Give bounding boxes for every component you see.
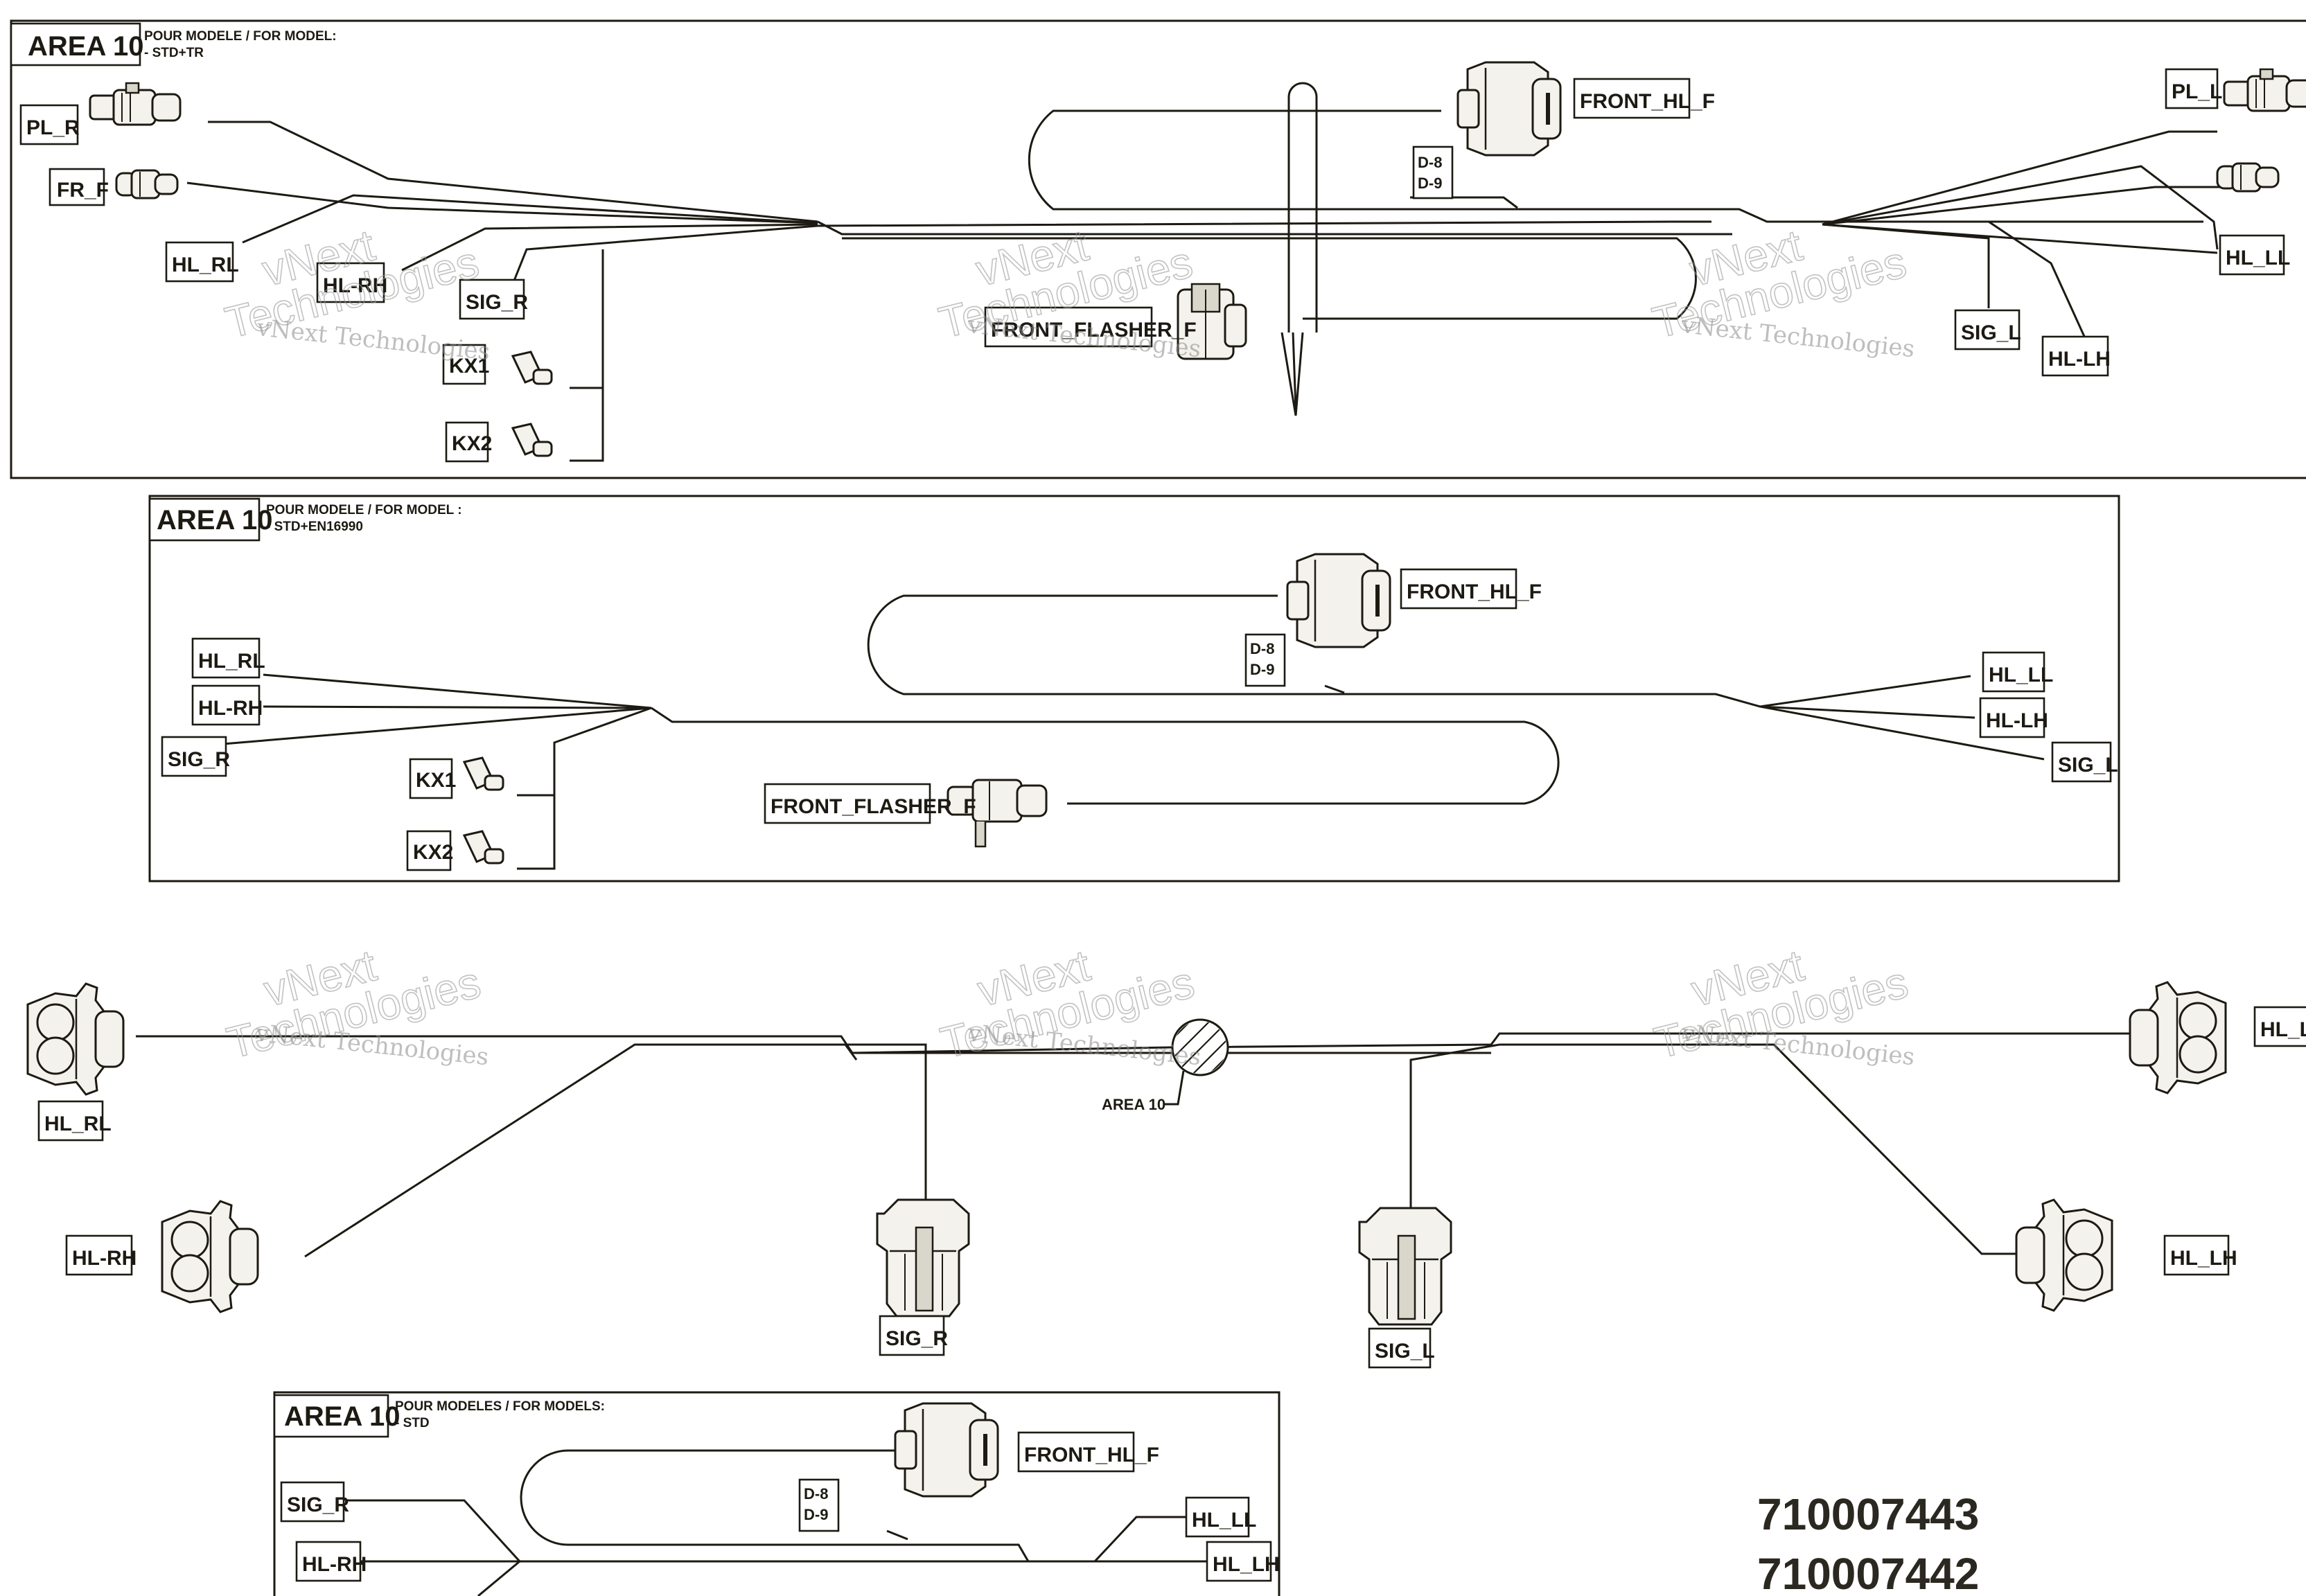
sig-l-connector [1358,1207,1452,1326]
section-frame [10,19,2306,479]
label-sig-l: SIG_L [2058,754,2118,777]
label-hl-lh: HL-LH [1986,709,2048,732]
label-hl-rl: HL_RL [172,254,239,276]
label-hl-lh: HL_LH [2170,1247,2237,1270]
label-d8: D-8 [1250,640,1274,657]
sig-r-connector [876,1198,970,1318]
label-front-flasher-f: FRONT_FLASHER_F [991,319,1197,342]
label-hl-rh: HL-RH [302,1553,367,1576]
area-title: AREA 10 [28,31,143,62]
hl-lh-connector [2015,1198,2113,1312]
label-fr-f: FR_F [57,179,109,202]
label-hl-ll: HL_LL [2260,1018,2306,1041]
front-hl-f-connector [1287,554,1390,647]
label-sig-r: SIG_R [287,1493,349,1516]
label-hl-rh: HL-RH [323,274,387,297]
label-sig-r: SIG_R [168,748,230,771]
label-hl-rh: HL-RH [72,1247,137,1270]
section-std-tr: AREA 10 POUR MODELE / FOR MODEL: - STD+T… [10,19,2306,479]
section-frame [148,495,2120,883]
label-pl-r: PL_R [26,116,80,139]
label-d9: D-9 [1250,661,1274,678]
kx1-terminal [463,756,504,791]
label-hl-lh: HL_LH [1213,1553,1280,1576]
label-hl-ll: HL_LL [1989,664,2053,686]
model-note-value: - STD+TR [144,46,204,60]
label-pl-l: PL_L [2172,80,2222,103]
label-hl-rl: HL_RL [44,1112,112,1135]
front-hl-f-connector [895,1403,998,1496]
model-note-value: - STD+EN16990 [266,520,363,534]
model-note: POUR MODELES / FOR MODELS: [395,1399,605,1414]
label-kx1: KX1 [449,355,489,378]
kx2-terminal [463,830,504,864]
section-std-en16990: AREA 10 POUR MODELE / FOR MODEL : - STD+… [148,495,2120,883]
label-sig-l: SIG_L [1375,1340,1435,1363]
kx1-terminal [511,351,553,385]
label-hl-ll: HL_LL [2226,247,2290,269]
fr-f-connector [115,169,179,200]
front-hl-f-connector [1458,62,1560,155]
label-sig-r: SIG_R [886,1327,948,1350]
area-callout: AREA 10 [1102,1018,1229,1113]
kx2-terminal [511,423,553,457]
section-std: AREA 10 POUR MODELES / FOR MODELS: - STD… [273,1391,1280,1596]
front-flasher-f-connector [947,779,1048,848]
main-harness: AREA 10 HL_RL HL-RH SIG_R SIG_L HL_LL HL… [26,981,2306,1369]
label-hl-lh: HL-LH [2048,348,2111,371]
part-number-2: 710007442 [1757,1549,1979,1596]
pl-l-connector [2223,68,2306,112]
label-d9: D-9 [804,1506,828,1523]
watermark-text: vNext Technologies [1680,311,1916,363]
label-front-hl-f: FRONT_HL_F [1407,580,1542,603]
model-note: POUR MODELE / FOR MODEL : [266,503,462,517]
hl-rl-connector [26,982,125,1096]
label-hl-rh: HL-RH [198,697,263,720]
section-frame [273,1391,1280,1596]
label-hl-rl: HL_RL [198,650,265,673]
area-title: AREA 10 [284,1401,400,1432]
label-sig-r: SIG_R [466,291,528,314]
label-d8: D-8 [804,1485,828,1502]
label-kx1: KX1 [416,769,456,792]
label-kx2: KX2 [452,432,492,455]
label-front-hl-f: FRONT_HL_F [1580,90,1715,113]
label-front-hl-f: FRONT_HL_F [1024,1444,1159,1466]
hl-rh-connector [161,1200,259,1313]
model-note: POUR MODELE / FOR MODEL: [144,29,337,44]
fr-f-left-connector [2216,162,2280,193]
label-hl-ll: HL_LL [1192,1509,1256,1532]
watermark-text: vNext Technologies [255,314,491,366]
area-callout-label: AREA 10 [1102,1096,1165,1113]
watermark-group: vNext Technologies vNext Technologies vN… [220,220,1916,1072]
pl-r-connector [89,82,182,126]
label-front-flasher-f: FRONT_FLASHER_F [771,795,976,818]
label-kx2: KX2 [413,841,453,864]
label-sig-l: SIG_L [1961,321,2021,344]
label-d9: D-9 [1418,175,1442,192]
model-note-value: - STD [395,1416,430,1430]
hl-ll-connector [2129,981,2227,1094]
label-d8: D-8 [1418,154,1442,171]
part-number-1: 710007443 [1757,1489,1979,1539]
front-flasher-f-connector [1177,283,1247,360]
area-title: AREA 10 [157,505,272,535]
